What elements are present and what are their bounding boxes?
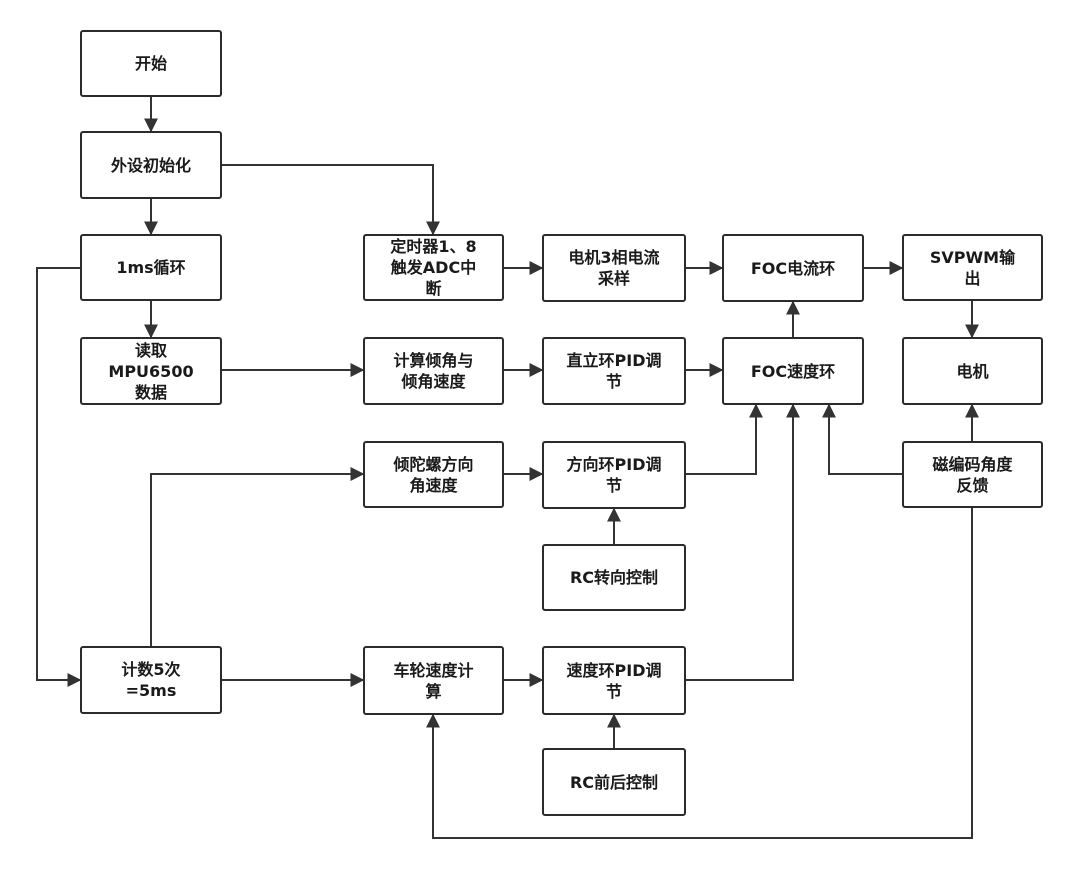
node-encoder-feedback: 磁编码角度 反馈 <box>902 441 1043 508</box>
node-calc-tilt: 计算倾角与 倾角速度 <box>363 337 504 405</box>
node-foc-current-loop: FOC电流环 <box>722 234 864 302</box>
node-gyro-direction: 倾陀螺方向 角速度 <box>363 441 504 508</box>
node-motor: 电机 <box>902 337 1043 405</box>
arrow-loop-to-count <box>36 267 82 687</box>
node-current-sampling: 电机3相电流 采样 <box>542 234 686 302</box>
node-peripheral-init: 外设初始化 <box>80 131 222 199</box>
node-start: 开始 <box>80 30 222 97</box>
arrow-count-to-gyro <box>150 467 365 646</box>
node-upright-pid: 直立环PID调 节 <box>542 337 686 405</box>
arrow-encoder-to-focspeed <box>822 403 902 475</box>
node-speed-pid: 速度环PID调 节 <box>542 646 686 715</box>
node-1ms-loop: 1ms循环 <box>80 234 222 301</box>
arrow-encoder-to-wheel <box>426 508 973 839</box>
arrow-speedpid-to-focspeed <box>686 403 800 681</box>
node-foc-speed-loop: FOC速度环 <box>722 337 864 405</box>
arrow-init-to-timer <box>222 164 440 236</box>
node-rc-front-back: RC前后控制 <box>542 748 686 816</box>
arrow-direction-to-focspeed <box>686 403 763 475</box>
node-timer-adc-interrupt: 定时器1、8 触发ADC中 断 <box>363 234 504 301</box>
node-direction-pid: 方向环PID调 节 <box>542 441 686 509</box>
node-svpwm-output: SVPWM输 出 <box>902 234 1043 301</box>
node-count-5ms: 计数5次 =5ms <box>80 646 222 714</box>
node-read-mpu6500: 读取 MPU6500 数据 <box>80 337 222 405</box>
node-wheel-speed: 车轮速度计 算 <box>363 646 504 715</box>
node-rc-turn: RC转向控制 <box>542 544 686 611</box>
